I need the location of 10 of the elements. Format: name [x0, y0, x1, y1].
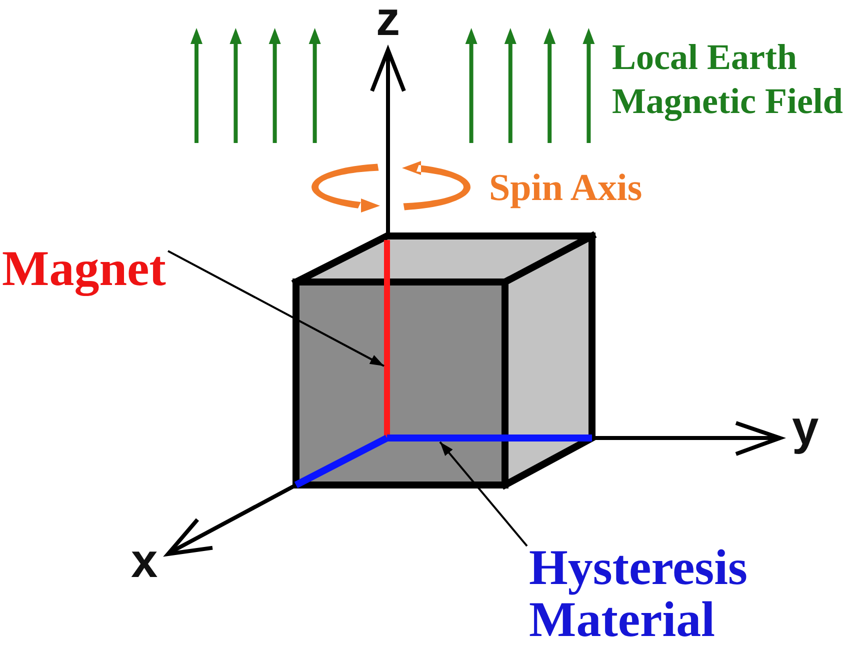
spin-axis-label: Spin Axis — [489, 167, 642, 209]
magnet-rod — [384, 240, 390, 438]
part-label: Magnet — [2, 242, 166, 294]
leader-line — [439, 441, 528, 547]
part-label: Hysteresis Material — [529, 541, 765, 645]
axis-label: x — [131, 538, 158, 586]
leader-line — [168, 250, 384, 367]
axis-label: z — [376, 0, 400, 40]
field-label: Local Earth Magnetic Field — [612, 36, 844, 123]
axis-label: y — [792, 405, 819, 453]
